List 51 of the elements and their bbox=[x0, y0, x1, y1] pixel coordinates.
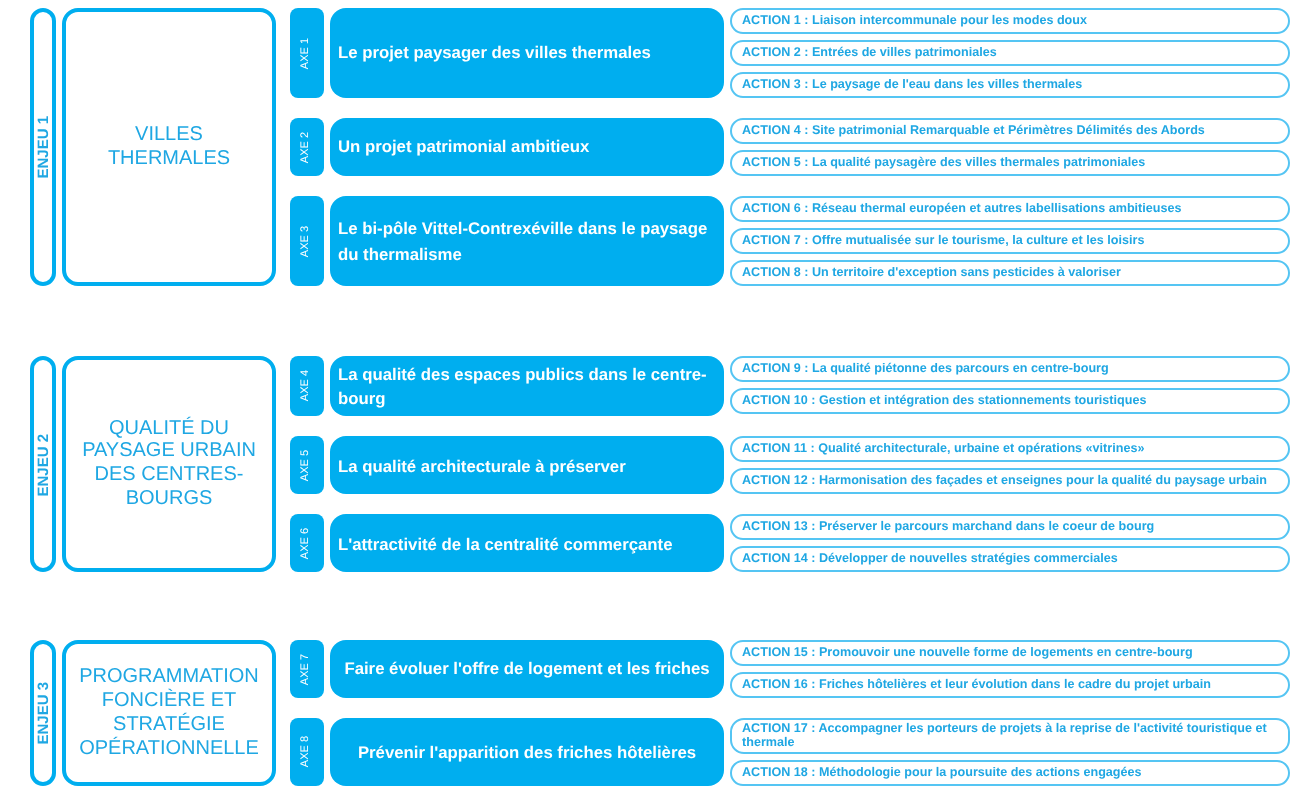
enjeu-title: VILLES THERMALES bbox=[105, 123, 233, 171]
axis-title: Un projet patrimonial ambitieux bbox=[338, 134, 590, 160]
action-box bbox=[730, 260, 1290, 286]
axis-title: Le bi-pôle Vittel-Contrexéville dans le paysage du thermalisme bbox=[338, 216, 710, 266]
axis-box bbox=[330, 118, 724, 176]
action-box bbox=[730, 672, 1290, 698]
axis-tab bbox=[290, 356, 324, 417]
action-box bbox=[730, 150, 1290, 176]
action-box bbox=[730, 388, 1290, 414]
axis-title: Prévenir l'apparition des friches hôtelières bbox=[357, 740, 697, 765]
axis-tab bbox=[290, 514, 324, 573]
axis-title: Faire évoluer l'offre de logement et les friches bbox=[344, 656, 710, 682]
axis-box bbox=[330, 514, 724, 573]
action-box bbox=[730, 228, 1290, 254]
action-box bbox=[730, 514, 1290, 541]
axis-box bbox=[330, 356, 724, 417]
axis-tab bbox=[290, 718, 324, 787]
axis-tab bbox=[290, 8, 324, 98]
action-box bbox=[730, 468, 1290, 495]
axis-title: Le projet paysager des villes thermales bbox=[338, 40, 651, 66]
enjeu-title: PROGRAMMATION FONCIÈRE ET STRATÉGIE OPÉRATIONNELLE bbox=[77, 666, 261, 761]
action-box bbox=[730, 356, 1290, 382]
axis-box bbox=[330, 8, 724, 98]
enjeu-tab bbox=[30, 640, 56, 787]
action-box bbox=[730, 196, 1290, 222]
axis-box bbox=[330, 718, 724, 787]
axis-box bbox=[330, 196, 724, 286]
action-box bbox=[730, 436, 1290, 463]
action-box bbox=[730, 8, 1290, 34]
action-box bbox=[730, 72, 1290, 98]
axis-title: La qualité des espaces publics dans le centre-bourg bbox=[338, 362, 709, 411]
axis-tab bbox=[290, 436, 324, 495]
action-box bbox=[730, 640, 1290, 666]
enjeu-title-box bbox=[62, 8, 276, 286]
axis-title: La qualité architecturale à préserver bbox=[338, 453, 626, 478]
axis-tab bbox=[290, 196, 324, 286]
action-box bbox=[730, 546, 1290, 573]
action-box bbox=[730, 118, 1290, 144]
enjeu-title-box bbox=[62, 356, 276, 573]
axis-box bbox=[330, 436, 724, 495]
axis-title: L'attractivité de la centralité commerçante bbox=[338, 531, 673, 556]
enjeu-title: QUALITÉ DU PAYSAGE URBAIN DES CENTRES-BOURGS bbox=[80, 417, 258, 512]
axis-box bbox=[330, 640, 724, 698]
action-box bbox=[730, 760, 1290, 787]
axis-tab bbox=[290, 640, 324, 698]
enjeu-title-box bbox=[62, 640, 276, 787]
enjeu-tab bbox=[30, 356, 56, 573]
enjeu-tab bbox=[30, 8, 56, 286]
action-box bbox=[730, 718, 1290, 755]
action-box bbox=[730, 40, 1290, 66]
axis-tab bbox=[290, 118, 324, 176]
